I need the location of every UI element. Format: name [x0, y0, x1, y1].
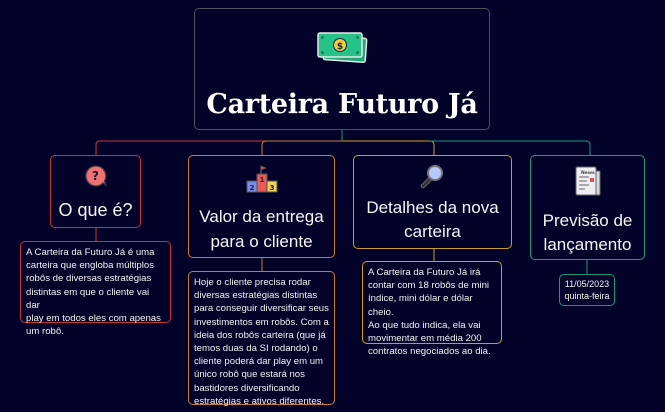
branch-title-line1: Previsão de: [542, 211, 633, 230]
branch-note-detalhes: A Carteira da Futuro Já irá contar com 1…: [362, 261, 502, 357]
root-node[interactable]: $ Carteira Futuro Já: [194, 8, 490, 130]
podium-icon: 2 1 3: [246, 165, 278, 193]
branch-card-previsao[interactable]: News Previsão de lançamento: [530, 155, 645, 260]
svg-text:$: $: [337, 42, 343, 52]
newspaper-icon: News: [575, 166, 601, 196]
money-bill-icon: $: [317, 32, 368, 64]
note-text: A Carteira da Futuro Já é uma carteira q…: [26, 247, 161, 338]
branch-title-line2: lançamento: [543, 235, 632, 254]
branch-title-line2: para o cliente: [210, 232, 313, 251]
root-title: Carteira Futuro Já: [206, 89, 478, 120]
launch-weekday: quinta-feira: [564, 291, 610, 301]
branch-title-line1: Valor da entrega: [199, 207, 324, 226]
branch-card-o-que-e[interactable]: ? O que é?: [50, 155, 141, 228]
svg-text:1: 1: [260, 176, 265, 184]
branch-card-valor-entrega[interactable]: 2 1 3 Valor da entrega para o cliente: [188, 155, 335, 258]
magnifier-icon: [420, 165, 443, 189]
note-text: A Carteira da Futuro Já irá contar com 1…: [368, 267, 491, 358]
branch-note-valor-entrega: Hoje o cliente precisa rodar diversas es…: [188, 271, 335, 407]
newspaper-label: News: [581, 170, 595, 176]
branch-note-o-que-e: A Carteira da Futuro Já é uma carteira q…: [20, 241, 171, 337]
svg-text:?: ?: [92, 169, 99, 183]
branch-title-line1: Detalhes da nova: [366, 198, 499, 217]
question-bubble-icon: ?: [85, 165, 108, 187]
branch-note-previsao: 11/05/2023 quinta-feira: [559, 274, 615, 306]
svg-text:3: 3: [270, 184, 275, 192]
note-text: Hoje o cliente precisa rodar diversas es…: [194, 277, 329, 407]
branch-title: O que é?: [58, 200, 133, 220]
svg-text:2: 2: [250, 184, 255, 192]
branch-title-line2: carteira: [404, 222, 461, 241]
branch-card-detalhes[interactable]: Detalhes da nova carteira: [353, 155, 512, 249]
launch-date: 11/05/2023: [564, 279, 610, 289]
